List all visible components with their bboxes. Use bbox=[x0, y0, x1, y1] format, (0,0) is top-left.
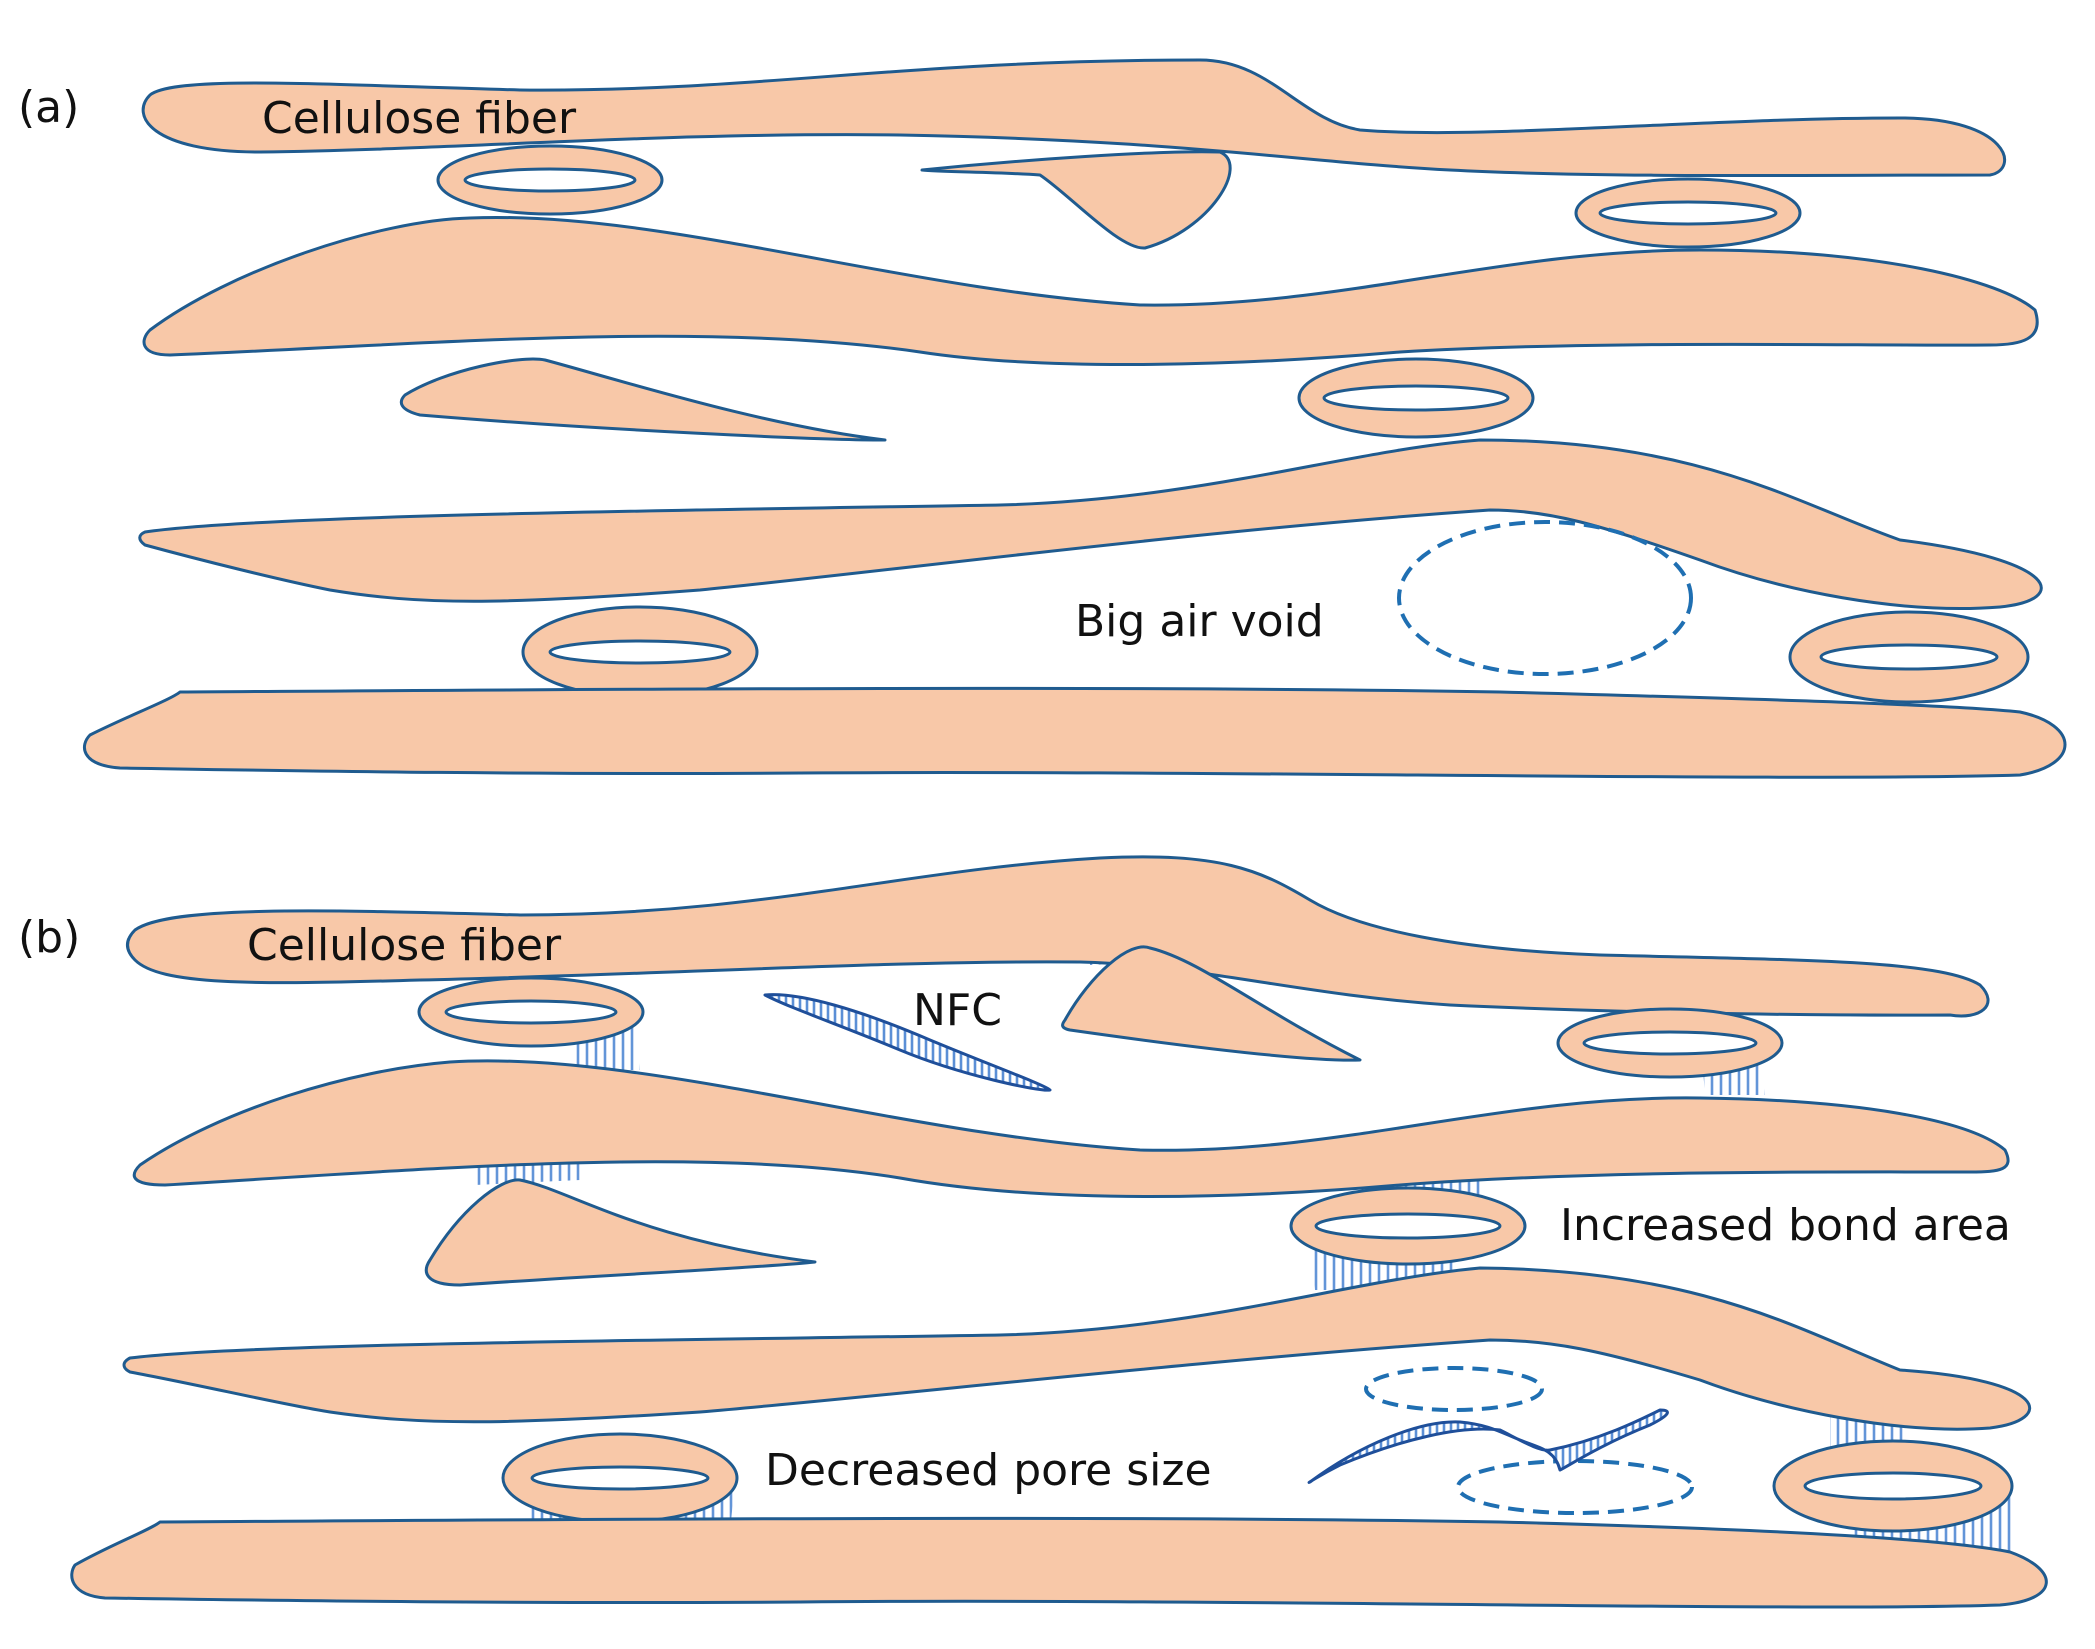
air-void bbox=[1364, 1366, 1544, 1412]
fiber-label: Cellulose fiber bbox=[262, 93, 577, 144]
cellulose-fiber bbox=[82, 686, 2067, 779]
fiber-label: Cellulose fiber bbox=[247, 920, 562, 971]
fiber-fragment bbox=[424, 1178, 817, 1287]
nfc-label: NFC bbox=[913, 985, 1002, 1036]
fiber-cross-section bbox=[521, 605, 759, 699]
air-void bbox=[1456, 1459, 1694, 1515]
fiber-cross-section bbox=[1556, 1007, 1784, 1079]
fiber-cross-section bbox=[1772, 1439, 2014, 1533]
fiber-cross-section bbox=[1574, 177, 1802, 249]
panel-a-label: (a) bbox=[18, 82, 79, 133]
fiber-cross-section bbox=[501, 1432, 739, 1524]
nanofibrillated-cellulose bbox=[763, 993, 1052, 1092]
fiber-cross-section bbox=[1297, 357, 1535, 439]
fiber-fragment bbox=[1061, 945, 1362, 1062]
void-label: Big air void bbox=[1075, 596, 1324, 647]
nanofibrillated-cellulose bbox=[1307, 1408, 1669, 1485]
cellulose-fiber bbox=[126, 855, 1990, 1018]
cellulose-fiber bbox=[138, 438, 2043, 610]
cellulose-fiber bbox=[142, 215, 2039, 367]
cellulose-fiber bbox=[122, 1266, 2031, 1431]
fiber-cross-section bbox=[417, 976, 645, 1048]
cellulose-fiber bbox=[132, 1059, 2010, 1198]
panel-a: (a) Big air void bbox=[18, 58, 2067, 779]
panel-b-label: (b) bbox=[18, 912, 80, 963]
fiber-fragment bbox=[399, 357, 887, 442]
pore-label: Decreased pore size bbox=[765, 1445, 1212, 1496]
fiber-fragment bbox=[920, 150, 1232, 250]
air-void bbox=[1397, 520, 1693, 676]
fiber-cross-section bbox=[436, 144, 664, 216]
fiber-cross-section bbox=[1289, 1186, 1527, 1266]
cellulose-fiber bbox=[70, 1516, 2048, 1609]
fiber-cross-section bbox=[1788, 610, 2030, 704]
bond-label: Increased bond area bbox=[1560, 1200, 2011, 1251]
panel-b: (b) NFC bbox=[18, 855, 2048, 1609]
cellulose-fiber bbox=[141, 58, 2007, 178]
